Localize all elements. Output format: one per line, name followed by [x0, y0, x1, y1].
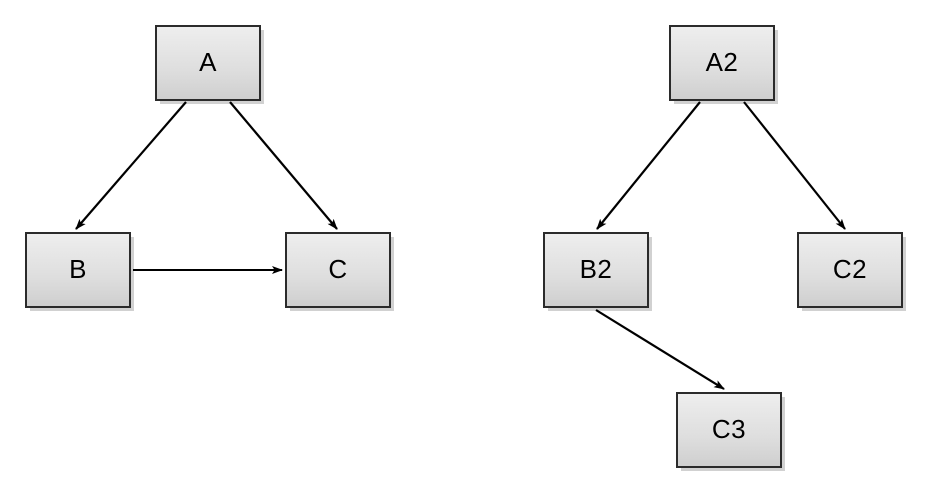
edge-a-to-c [229, 101, 338, 230]
edge-b2-to-c3 [595, 309, 725, 390]
node-label: B2 [579, 254, 613, 284]
edge-a2-to-c2 [743, 101, 846, 230]
node-b[interactable]: B [25, 232, 131, 308]
node-label: B [69, 254, 87, 284]
node-c3[interactable]: C3 [676, 392, 782, 468]
node-b2[interactable]: B2 [543, 232, 649, 308]
node-a2[interactable]: A2 [669, 25, 775, 101]
node-label: C3 [711, 414, 747, 444]
node-label: C2 [832, 254, 868, 284]
node-label: A2 [705, 47, 739, 77]
edge-a2-to-b2 [596, 101, 701, 230]
edges-group [75, 101, 846, 390]
node-label: C [328, 254, 348, 284]
node-a[interactable]: A [155, 25, 261, 101]
node-c2[interactable]: C2 [797, 232, 903, 308]
node-c[interactable]: C [285, 232, 391, 308]
edge-a-to-b [75, 101, 187, 230]
node-label: A [199, 47, 217, 77]
